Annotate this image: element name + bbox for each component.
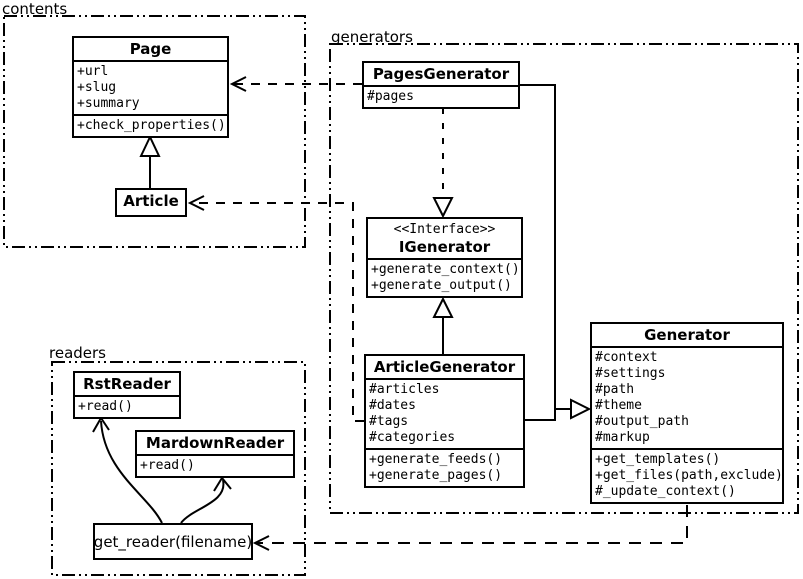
class-articlegenerator-attributes: #articles #dates #tags #categories [366,378,523,448]
interface-igenerator-title: IGenerator [398,238,491,256]
attribute-line: #categories [369,430,456,445]
attribute-line: #settings [595,366,666,381]
edge-generator-uses-getreader [252,505,688,551]
class-generator-title: Generator [644,326,730,344]
method-line: +check_properties() [77,118,226,133]
readers-package-border [51,361,306,576]
method-line: +read() [140,458,195,473]
generators-package-border [329,43,799,514]
function-get-reader: get_reader(filename) [93,523,253,560]
class-generator-attributes: #context #settings #path #theme #output_… [592,346,782,448]
class-article: Article [115,188,187,217]
class-mardownreader: MardownReader +read() [135,430,295,478]
attribute-line: #articles [369,382,440,397]
readers-package-label: readers [49,344,106,362]
edge-article-inherits-page [139,134,161,188]
edge-generators-inherit-generator [520,84,592,421]
attribute-line: #context [595,350,658,365]
class-page: Page +url +slug +summary +check_properti… [72,36,229,138]
class-page-attributes: +url +slug +summary [74,60,227,114]
class-rstreader: RstReader +read() [73,371,181,419]
interface-igenerator-header: <<Interface>> IGenerator [368,219,521,258]
generators-package-label: generators [331,28,413,46]
interface-igenerator: <<Interface>> IGenerator +generate_conte… [366,217,523,298]
class-mardownreader-methods: +read() [137,454,293,476]
edge-getreader-calls-mardownreader [180,476,232,524]
class-generator: Generator #context #settings #path #them… [590,322,784,504]
attribute-line: #theme [595,398,642,413]
contents-package-border [3,15,306,248]
class-generator-methods: +get_templates() +get_files(path,exclude… [592,448,783,502]
attribute-line: +summary [77,96,140,111]
edge-articlegenerator-inherits-igenerator [432,296,454,354]
contents-package-label: contents [2,0,68,18]
class-page-methods: +check_properties() [74,114,227,136]
class-articlegenerator-methods: +generate_feeds() +generate_pages() [366,448,523,486]
attribute-line: +slug [77,80,117,95]
class-pagesgenerator: PagesGenerator #pages [362,61,520,109]
class-pagesgenerator-title: PagesGenerator [372,65,510,83]
method-line: +generate_context() [371,262,520,277]
method-line: +generate_output() [371,278,512,293]
attribute-line: #output_path [595,414,689,429]
attribute-line: +url [77,64,109,79]
method-line: +get_files(path,exclude) [595,468,783,483]
function-get-reader-label: get_reader(filename) [93,532,253,551]
method-line: +generate_feeds() [369,452,503,467]
class-pagesgenerator-attributes: #pages [364,85,518,107]
attribute-line: #dates [369,398,416,413]
attribute-line: #path [595,382,635,397]
method-line: +read() [78,399,133,414]
method-line: #_update_context() [595,484,736,499]
class-rstreader-methods: +read() [75,395,179,417]
attribute-line: #markup [595,430,650,445]
class-articlegenerator-title: ArticleGenerator [373,358,516,376]
edge-articlegenerator-uses-article [187,195,364,422]
class-page-title: Page [129,40,172,58]
method-line: +generate_pages() [369,468,503,483]
edge-pagesgenerator-uses-page [229,76,362,92]
class-mardownreader-title: MardownReader [145,434,285,452]
class-article-title: Article [123,192,179,210]
method-line: +get_templates() [595,452,721,467]
interface-stereotype: <<Interface>> [393,222,496,237]
interface-igenerator-methods: +generate_context() +generate_output() [368,258,521,296]
class-rstreader-title: RstReader [83,375,171,393]
class-articlegenerator: ArticleGenerator #articles #dates #tags … [364,354,525,488]
attribute-line: #pages [367,89,414,104]
edge-pagesgenerator-realizes-igenerator [432,108,454,219]
attribute-line: #tags [369,414,409,429]
